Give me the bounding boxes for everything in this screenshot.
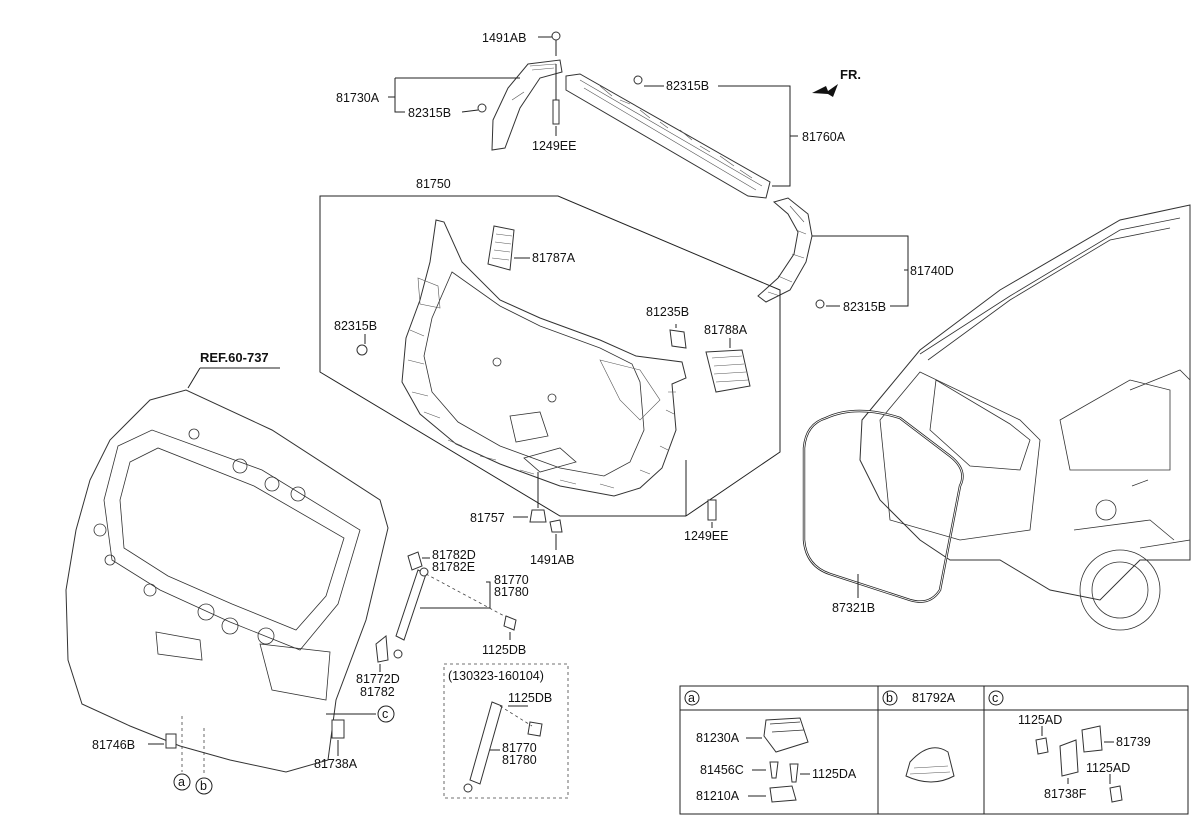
label-81760a: 81760A [802, 130, 846, 144]
clip-82315b-a [477, 103, 487, 113]
table-key-a [684, 690, 700, 706]
vehicle-body [859, 204, 1191, 631]
label-81730a: 81730A [336, 91, 380, 105]
label-81456c: 81456C [700, 763, 744, 777]
callout-c-label: c [382, 707, 388, 721]
cover-81787a [487, 225, 515, 271]
table-key-c-label: c [992, 691, 998, 705]
label-1491ab-top: 1491AB [482, 31, 526, 45]
label-81772d: 81772D [356, 672, 400, 686]
table-key-c [988, 690, 1004, 706]
clip-82315b-c [356, 344, 368, 356]
clip-1491ab-top [551, 31, 561, 41]
label-82315b-c: 82315B [334, 319, 377, 333]
label-1249ee-b: 1249EE [684, 529, 728, 543]
label-81770-variant: 81770 [502, 741, 537, 755]
ref-label: REF.60-737 [200, 350, 269, 365]
callout-b-label: b [200, 779, 207, 793]
label-81788a: 81788A [704, 323, 748, 337]
callout-b [195, 777, 213, 795]
main-trim-panel-81750 [401, 219, 687, 497]
bolt-1125ad-1 [1035, 737, 1049, 755]
label-81782d: 81782D [432, 548, 476, 562]
bracket-81772d [375, 635, 389, 663]
callout-c [377, 705, 395, 723]
bolt-1125da [789, 763, 799, 783]
front-label: FR. [840, 67, 861, 82]
label-82315b-d: 82315B [843, 300, 886, 314]
header-trim-81760a [565, 73, 771, 199]
screw-1249ee-b [707, 499, 717, 521]
cap-81792a [905, 747, 955, 783]
clip-1491ab-b [549, 519, 563, 533]
label-81210a: 81210A [696, 789, 740, 803]
label-81782e: 81782E [432, 560, 475, 574]
label-1249ee-a: 1249EE [532, 139, 576, 153]
bracket-81739 [1081, 725, 1103, 753]
latch-81230a [763, 717, 809, 753]
label-1491ab-b: 1491AB [530, 553, 574, 567]
pillar-trim-81730a [477, 31, 563, 151]
variant-box: (130323-160104) 1125DB 81770 81780 [443, 663, 569, 799]
pin-81456c [769, 761, 779, 779]
arrow-icon [812, 84, 838, 97]
label-81746b: 81746B [92, 738, 135, 752]
table-key-b [882, 690, 898, 706]
gas-strut [393, 551, 429, 659]
side-trim-81740d [757, 197, 825, 309]
label-81770: 81770 [494, 573, 529, 587]
bolt-1125db-variant [527, 721, 543, 737]
label-81792a: 81792A [912, 691, 956, 705]
callout-a [173, 773, 191, 791]
bumper-81738a [331, 719, 345, 739]
cover-81788a [705, 349, 751, 393]
label-81757: 81757 [470, 511, 505, 525]
screw-1249ee-a [552, 99, 560, 125]
bolt-1125db [503, 615, 517, 631]
label-81740d: 81740D [910, 264, 954, 278]
variant-range: (130323-160104) [448, 669, 544, 683]
label-1125ad-1: 1125AD [1018, 713, 1062, 727]
table-key-a-label: a [688, 691, 695, 705]
detail-table: a 81230A 81456C 1125DA 81210A b 81792A c… [679, 685, 1189, 815]
bumper-81757 [529, 509, 547, 523]
callout-a-label: a [178, 775, 185, 789]
label-82315b-a: 82315B [408, 106, 451, 120]
label-81738f: 81738F [1044, 787, 1087, 801]
striker-81210a [769, 785, 797, 803]
label-1125ad-2: 1125AD [1086, 761, 1130, 775]
label-1125da: 1125DA [812, 767, 857, 781]
label-81780: 81780 [494, 585, 529, 599]
table-key-b-label: b [886, 691, 893, 705]
bolt-1125ad-2 [1109, 785, 1123, 803]
label-81739: 81739 [1116, 735, 1151, 749]
label-81750: 81750 [416, 177, 451, 191]
label-82315b-b: 82315B [666, 79, 709, 93]
label-81230a: 81230A [696, 731, 740, 745]
label-81780-variant: 81780 [502, 753, 537, 767]
clip-82315b-d [815, 299, 825, 309]
label-81782: 81782 [360, 685, 395, 699]
label-87321b: 87321B [832, 601, 875, 615]
clip-82315b-b [633, 75, 643, 85]
label-81787a: 81787A [532, 251, 576, 265]
label-1125db-variant: 1125DB [508, 691, 552, 705]
label-81235b: 81235B [646, 305, 689, 319]
tailgate-panel [65, 389, 389, 773]
bracket-81738f [1059, 739, 1079, 777]
label-81738a: 81738A [314, 757, 358, 771]
front-direction-indicator: FR. [812, 67, 861, 97]
clip-81746b [165, 733, 177, 749]
weatherstrip-87321b [802, 409, 964, 603]
clip-81235b [669, 329, 687, 349]
label-1125db: 1125DB [482, 643, 526, 657]
